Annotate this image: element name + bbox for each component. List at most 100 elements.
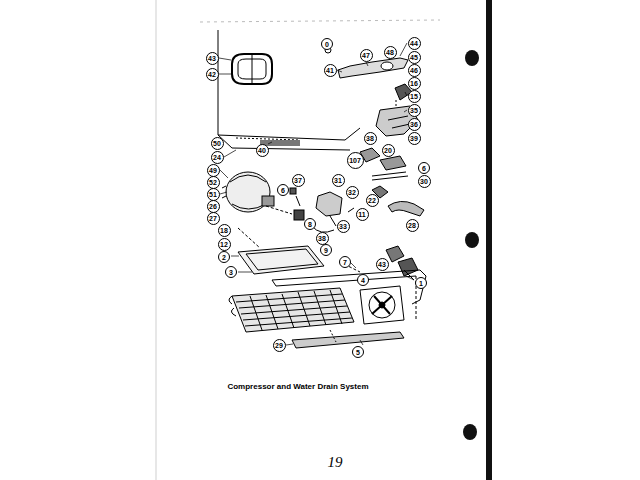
callout-text: 36 <box>410 121 418 128</box>
callout-number: 6 <box>277 184 289 196</box>
callout-number: 40 <box>256 144 269 157</box>
callout-text: 4 <box>361 277 365 284</box>
callout-text: 26 <box>209 203 217 210</box>
callout-number: 7 <box>339 256 351 268</box>
callout-number: 46 <box>408 64 421 77</box>
callout-text: 9 <box>324 247 328 254</box>
callout-text: 27 <box>209 215 217 222</box>
cabinet <box>218 30 360 150</box>
callout-text: 43 <box>378 261 386 268</box>
callout-number: 30 <box>418 175 431 188</box>
callout-number: 35 <box>408 104 421 117</box>
callout-text: 107 <box>349 157 361 164</box>
controls <box>290 188 354 232</box>
callout-text: 12 <box>220 241 228 248</box>
water-valve <box>386 246 418 280</box>
callout-text: 49 <box>209 167 217 174</box>
callout-number: 39 <box>408 132 421 145</box>
callout-number: 5 <box>352 346 364 358</box>
callout-number: 38 <box>316 232 329 245</box>
callout-number: 37 <box>292 174 305 187</box>
callout-number: 0 <box>321 38 333 50</box>
callout-text: 50 <box>213 140 221 147</box>
callout-number: 24 <box>211 151 224 164</box>
callout-number: 20 <box>382 144 395 157</box>
callout-text: 15 <box>410 93 418 100</box>
callout-text: 22 <box>368 197 376 204</box>
callout-text: 38 <box>366 135 374 142</box>
callout-text: 35 <box>410 107 418 114</box>
callout-text: 8 <box>308 221 312 228</box>
callout-text: 6 <box>281 187 285 194</box>
callout-text: 2 <box>222 254 226 261</box>
condenser-coil <box>229 288 354 332</box>
callout-text: 16 <box>410 80 418 87</box>
callout-text: 6 <box>422 165 426 172</box>
callout-text: 7 <box>343 259 347 266</box>
callout-text: 40 <box>258 147 266 154</box>
callout-text: 0 <box>325 41 329 48</box>
callout-text: 48 <box>386 49 394 56</box>
callout-text: 32 <box>348 189 356 196</box>
callout-text: 38 <box>318 235 326 242</box>
callout-number: 9 <box>320 244 332 256</box>
callout-text: 31 <box>334 177 342 184</box>
base-rail <box>292 330 404 348</box>
callout-number: 41 <box>324 64 337 77</box>
callout-number: 12 <box>218 238 231 251</box>
callout-text: 47 <box>362 52 370 59</box>
callout-number: 26 <box>207 200 220 213</box>
callout-text: 39 <box>410 135 418 142</box>
page-number: 19 <box>328 454 343 471</box>
callout-text: 51 <box>209 191 217 198</box>
callout-number: 50 <box>211 137 224 150</box>
callout-number: 28 <box>406 219 419 232</box>
callout-text: 18 <box>220 227 228 234</box>
callout-number: 44 <box>408 37 421 50</box>
callout-number: 11 <box>356 208 369 221</box>
callout-text: 28 <box>408 222 416 229</box>
callout-text: 43 <box>208 55 216 62</box>
callout-number: 6 <box>418 162 430 174</box>
callout-number: 38 <box>364 132 377 145</box>
callout-number: 49 <box>207 164 220 177</box>
callout-number: 1 <box>415 277 427 289</box>
callout-text: 42 <box>208 71 216 78</box>
callout-number: 45 <box>408 51 421 64</box>
callout-text: 41 <box>326 67 334 74</box>
callout-number: 18 <box>218 224 231 237</box>
callout-text: 29 <box>275 342 283 349</box>
callout-number: 27 <box>207 212 220 225</box>
drain-pan <box>238 228 324 274</box>
callout-number: 3 <box>225 266 237 278</box>
callout-text: 30 <box>420 178 428 185</box>
callout-number: 36 <box>408 118 421 131</box>
callout-text: 20 <box>384 147 392 154</box>
compressor <box>222 172 304 220</box>
callout-text: 1 <box>419 280 423 287</box>
callout-text: 45 <box>410 54 418 61</box>
callout-number: 29 <box>273 339 286 352</box>
door-gasket <box>232 54 272 84</box>
callout-text: 11 <box>358 211 365 218</box>
callout-text: 46 <box>410 67 418 74</box>
callout-text: 33 <box>339 223 347 230</box>
callout-number: 32 <box>346 186 359 199</box>
callout-text: 5 <box>356 349 360 356</box>
figure-caption: Compressor and Water Drain System <box>227 382 368 391</box>
callout-number: 43 <box>376 258 389 271</box>
callout-number: 15 <box>408 90 421 103</box>
callout-number: 107 <box>347 152 364 169</box>
callout-number: 16 <box>408 77 421 90</box>
callout-number: 31 <box>332 174 345 187</box>
callout-number: 8 <box>304 218 316 230</box>
leader-lines <box>219 43 414 345</box>
callout-number: 4 <box>357 274 369 286</box>
callout-number: 47 <box>360 49 373 62</box>
callout-number: 2 <box>218 251 230 263</box>
callout-number: 22 <box>366 194 379 207</box>
callout-text: 24 <box>213 154 221 161</box>
callout-number: 42 <box>206 68 219 81</box>
drain-tube <box>325 47 424 216</box>
